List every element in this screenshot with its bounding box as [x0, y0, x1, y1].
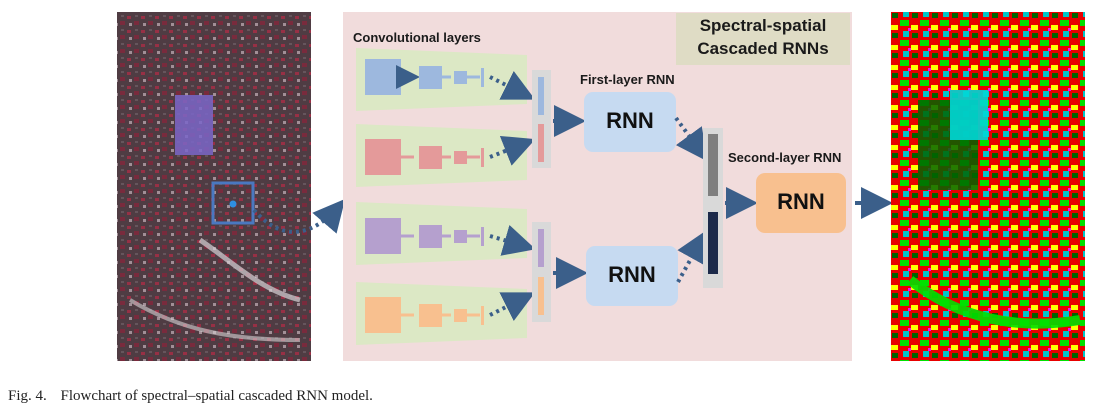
title-line-2: Cascaded RNNs [697, 39, 829, 58]
feature-vector-bottom [532, 222, 551, 322]
first-layer-label: First-layer RNN [580, 72, 675, 87]
conv-layers-label: Convolutional layers [353, 30, 481, 45]
rnn-bottom-to-stack-arrow [676, 230, 707, 283]
rnn-block-first-top [584, 92, 676, 152]
title-box: Spectral-spatial Cascaded RNNs [676, 13, 850, 65]
title-line-1: Spectral-spatial [699, 16, 827, 35]
rnn-label-first-top: RNN [606, 108, 654, 133]
rnn-label-first-bottom: RNN [608, 262, 656, 287]
feature-vector-top [532, 70, 551, 168]
conv-branch-2 [356, 124, 527, 187]
rnn-output-stack [703, 128, 723, 288]
conv-branch-4 [356, 282, 527, 345]
figure-caption-text: Flowchart of spectral–spatial cascaded R… [60, 388, 373, 404]
classification-map [891, 12, 1085, 361]
conv-branch-3 [356, 202, 527, 265]
rnn-block-second [756, 173, 846, 233]
second-layer-label: Second-layer RNN [728, 150, 842, 165]
rnn-block-first-bottom [586, 246, 678, 306]
conv1-to-vector-arrow [489, 70, 536, 100]
rnn-top-to-stack-arrow [674, 116, 708, 162]
conv-branch-1 [356, 48, 527, 111]
rnn-label-second: RNN [777, 189, 825, 214]
figure-caption: Fig. 4. Flowchart of spectral–spatial ca… [8, 388, 373, 405]
patch-selector-box [211, 181, 255, 225]
figure-number: Fig. 4. [8, 388, 47, 404]
patch-center-dot [229, 200, 237, 208]
conv4-to-vector-arrow [489, 292, 536, 322]
